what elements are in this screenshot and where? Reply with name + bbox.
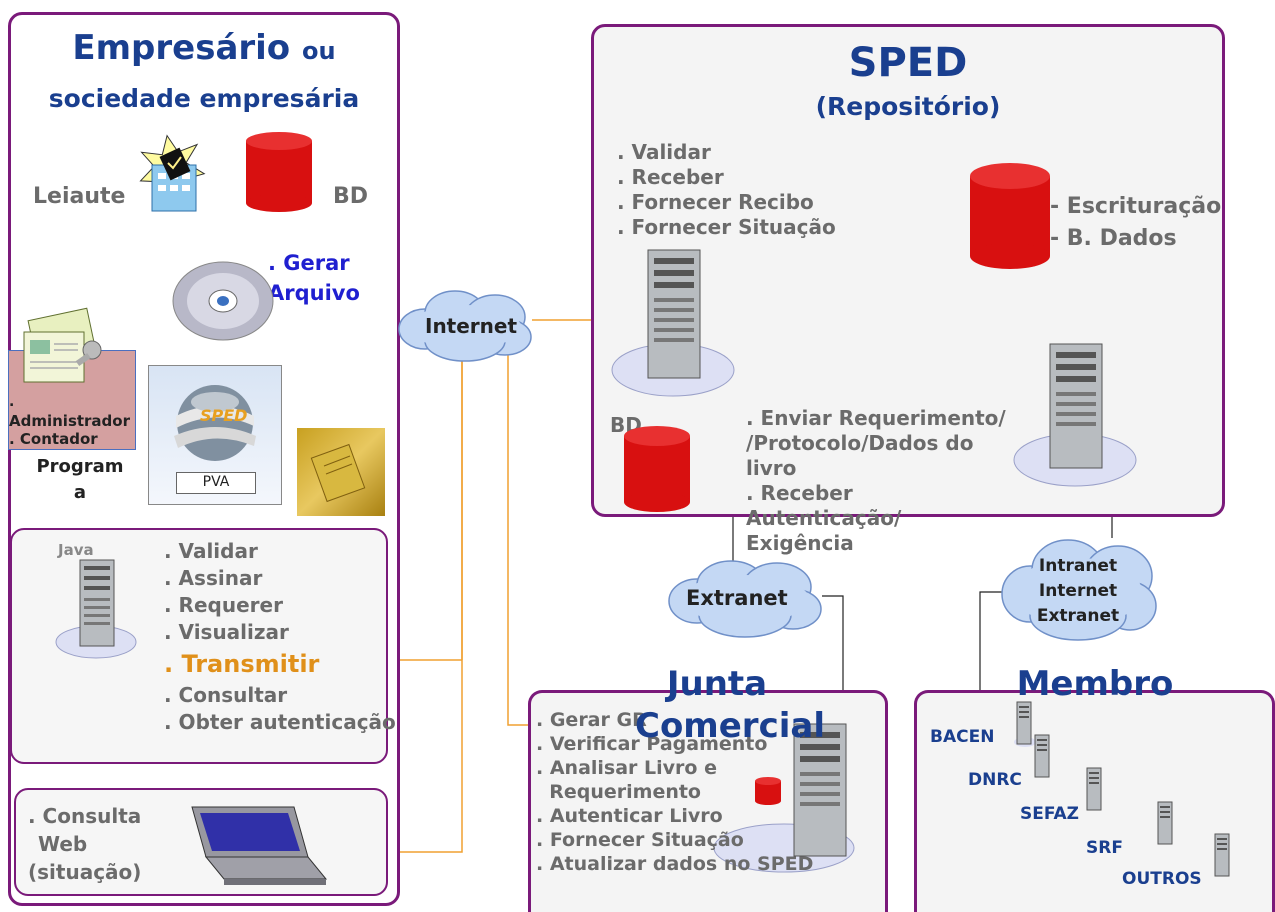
internet-cloud-icon — [398, 290, 532, 362]
gerar-line1: . Gerar — [268, 251, 350, 275]
membro-title: Membro — [1016, 664, 1174, 704]
junta-action-3: . Analisar Livro e — [536, 757, 717, 779]
bd-cylinder-left — [246, 132, 312, 212]
company-title-ou: ou — [302, 37, 336, 65]
laptop-icon — [191, 806, 328, 885]
junta-action-7: . Atualizar dados no SPED — [536, 853, 814, 875]
mid-line5: Autenticação/ — [746, 506, 902, 530]
company-title: Empresário ou — [10, 28, 398, 68]
membro-sefaz: SEFAZ — [1020, 804, 1080, 824]
sped-server-icon — [611, 249, 735, 397]
sped-actions-list: . Validar . Receber . Fornecer Recibo . … — [617, 140, 836, 240]
sped-title: SPED — [848, 40, 968, 86]
mid-line2-text: Protocolo/Dados do — [753, 431, 974, 455]
bacen-server-icon — [1014, 701, 1036, 747]
junta-title-2: Comercial — [635, 706, 825, 746]
sped-action-recibo: . Fornecer Recibo — [617, 190, 814, 214]
dnrc-server-icon — [1034, 734, 1050, 778]
sped-subtitle: (Repositório) — [815, 92, 1001, 121]
programa-line1: Program — [36, 456, 124, 477]
mid-line4: . Receber — [746, 481, 853, 505]
mid-line6: Exigência — [746, 531, 854, 555]
junta-title-1: Junta — [666, 664, 768, 704]
junta-actions-list: . Gerar GR . Verificar Pagamento . Anali… — [536, 708, 813, 876]
internet-label: Internet — [425, 314, 518, 338]
sped-database-cylinder — [970, 163, 1050, 269]
web-line2: Web — [38, 832, 88, 856]
sped-action-validar: . Validar — [617, 140, 711, 164]
web-line1: . Consulta — [28, 804, 142, 828]
company-title-main: Empresário — [72, 28, 291, 68]
local-server-icon — [55, 559, 137, 659]
sefaz-server-icon — [1086, 767, 1102, 811]
action-transmitir: . Transmitir — [164, 650, 320, 678]
programa-line2: a — [73, 482, 87, 503]
leiaute-building-icon — [139, 134, 206, 212]
action-assinar: . Assinar — [164, 566, 263, 590]
pva-actions-list: . Validar . Assinar . Requerer . Visuali… — [164, 538, 289, 646]
consulta-web-label: . Consulta Web (situação) — [28, 802, 141, 886]
junta-action-2: . Verificar Pagamento — [536, 733, 768, 755]
pva-actions-list-2: . Consultar . Obter autenticação — [164, 682, 396, 736]
intranet-labels: Intranet Internet Extranet — [1026, 554, 1130, 629]
bd-label-left: BD — [333, 184, 369, 209]
sped-action-receber: . Receber — [617, 165, 724, 189]
action-visualizar: . Visualizar — [164, 620, 289, 644]
membro-srf: SRF — [1086, 838, 1123, 858]
web-line3: (situação) — [28, 860, 142, 884]
administrador-label: Administrador — [9, 412, 130, 430]
mid-line3: livro — [746, 456, 797, 480]
junta-action-6: . Fornecer Situação — [536, 829, 744, 851]
extranet-label: Extranet — [686, 586, 788, 610]
sped-logo-text: SPED — [200, 406, 248, 425]
pva-label-box — [176, 472, 256, 494]
extranet-cloud-icon — [668, 560, 822, 638]
mid-line1: . Enviar Requerimento/ — [746, 406, 1006, 430]
intranet-cloud-icon — [1001, 539, 1157, 641]
gerar-arquivo-label: . Gerar Arquivo — [268, 248, 360, 308]
bdados-label: - B. Dados — [1050, 226, 1177, 251]
junta-action-4: Requerimento — [536, 781, 701, 803]
programa-label: Program a — [30, 454, 130, 506]
membro-outros: OUTROS — [1122, 869, 1202, 889]
mid-line2-slash: / — [746, 431, 754, 455]
membro-dnrc: DNRC — [968, 770, 1022, 790]
java-label: Java — [58, 541, 94, 559]
cloud-intranet: Intranet — [1038, 556, 1118, 576]
contador-label: . Contador — [9, 430, 98, 448]
action-validar: . Validar — [164, 539, 258, 563]
escrituracao-label: - Escrituração — [1050, 194, 1222, 219]
pva-label: PVA — [202, 474, 230, 490]
leiaute-label: Leiaute — [33, 184, 126, 209]
junta-server-icon — [713, 723, 855, 873]
sped-globe-icon — [174, 385, 256, 461]
certificate-icon — [23, 307, 102, 383]
action-requerer: . Requerer — [164, 593, 283, 617]
document-icon — [310, 443, 366, 503]
junta-action-5: . Autenticar Livro — [536, 805, 723, 827]
company-subtitle: sociedade empresária — [48, 84, 360, 113]
cloud-internet: Internet — [1038, 581, 1118, 601]
sped-action-situacao: . Fornecer Situação — [617, 215, 836, 239]
sped-bd-cylinder — [624, 426, 690, 512]
membro-bacen: BACEN — [930, 727, 995, 747]
action-consultar: . Consultar — [164, 683, 288, 707]
admin-dot: . — [9, 394, 15, 410]
cloud-extranet: Extranet — [1036, 606, 1120, 626]
srf-server-icon — [1157, 801, 1173, 845]
action-obter: . Obter autenticação — [164, 710, 396, 734]
cd-disc-icon — [172, 261, 274, 341]
middle-exchange-text: . Enviar Requerimento/ /Protocolo/Dados … — [746, 406, 1006, 556]
junta-action-1: . Gerar GR — [536, 709, 647, 731]
junta-db-cylinder — [755, 777, 781, 805]
sped-server-icon-2 — [1013, 343, 1137, 487]
outros-server-icon — [1214, 833, 1230, 877]
gerar-line2: Arquivo — [268, 281, 360, 305]
mid-line2: /Protocolo/Dados do — [746, 431, 1006, 456]
